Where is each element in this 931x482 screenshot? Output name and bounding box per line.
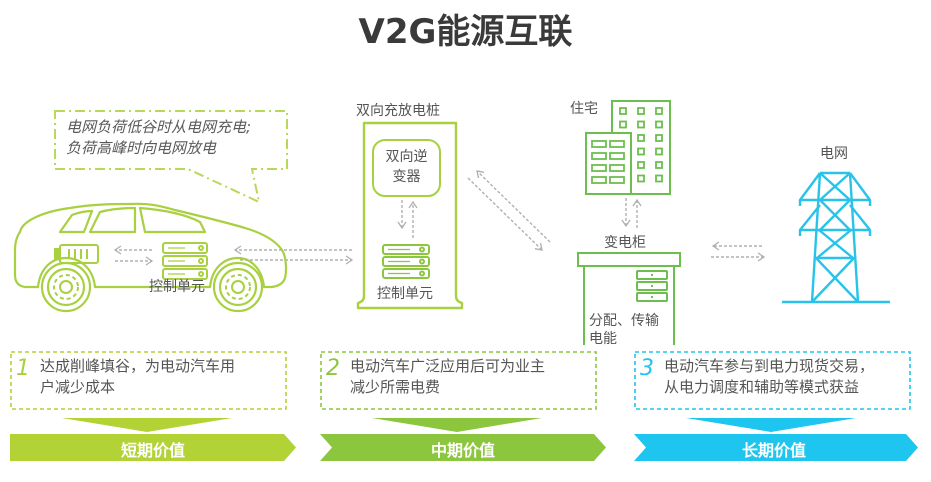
residence-transformer-arrows	[621, 198, 642, 228]
window	[619, 120, 627, 129]
window	[637, 134, 645, 142]
value-desc-1-line-2: 户减少成本	[40, 378, 116, 396]
window	[637, 107, 645, 115]
car-pile-arrows	[233, 245, 354, 265]
residence-label: 住宅	[570, 101, 598, 117]
inverter-label: 双向逆 变器	[373, 147, 440, 187]
banner-shape-long-term	[634, 434, 918, 461]
value-box-short-term	[10, 351, 287, 410]
banner-shape-short-term	[10, 434, 296, 461]
car-control-unit-label: 控制单元	[149, 279, 205, 295]
pile-transformer-arrows	[467, 170, 551, 251]
pile-control-unit-icon	[382, 244, 430, 279]
value-desc-3-line-1: 电动汽车参与到电力现货交易，	[664, 357, 875, 375]
window	[591, 164, 607, 172]
window	[637, 120, 645, 129]
window	[655, 147, 663, 156]
window	[609, 152, 625, 160]
pile-control-unit-label: 控制单元	[377, 286, 433, 302]
window	[609, 140, 625, 148]
window	[591, 152, 607, 160]
bubble-line-1: 电网负荷低谷时从电网充电;	[66, 118, 252, 136]
banner-mid-term: 中期价值	[430, 441, 495, 460]
transformer-desc-line-1: 分配、传输	[589, 313, 659, 329]
value-desc-1: 达成削峰填谷，为电动汽车用 户减少成本	[40, 356, 235, 398]
banner-shape-mid-term	[320, 434, 606, 461]
window	[655, 107, 663, 115]
page-title: V2G能源互联	[358, 12, 573, 52]
transformer-desc-line-2: 电能	[589, 331, 617, 347]
power-tower-icon	[782, 171, 890, 304]
value-desc-2-line-2: 减少所需电费	[350, 378, 441, 396]
grid-label: 电网	[820, 146, 848, 162]
window	[609, 164, 625, 172]
speech-bubble	[54, 110, 288, 204]
window	[637, 147, 645, 156]
inverter-line-1: 双向逆	[385, 149, 428, 165]
window	[591, 140, 607, 148]
window	[655, 174, 663, 183]
value-desc-2: 电动汽车广泛应用后可为业主 减少所需电费	[350, 356, 545, 398]
battery-control-arrows	[113, 245, 154, 266]
window	[637, 174, 645, 183]
transformer-grid-arrows	[711, 241, 766, 262]
value-desc-3: 电动汽车参与到电力现货交易， 从电力调度和辅助等模式获益	[664, 356, 874, 398]
building-windows	[591, 107, 663, 184]
charging-pile-icon	[356, 121, 464, 310]
inverter-line-2: 变器	[392, 169, 421, 185]
electric-car-icon	[13, 202, 288, 313]
window	[609, 176, 625, 184]
value-number-2: 2	[326, 356, 340, 381]
value-number-3: 3	[640, 356, 654, 381]
value-desc-2-line-1: 电动汽车广泛应用后可为业主	[350, 357, 546, 375]
car-control-unit-icon	[162, 242, 208, 280]
transformer-desc: 分配、传输 电能	[589, 312, 659, 348]
inverter-control-arrows	[397, 200, 418, 238]
window	[591, 176, 607, 184]
window	[655, 161, 663, 169]
down-arrow-short-term	[62, 418, 232, 432]
window	[619, 107, 627, 115]
wheel-spokes	[53, 274, 251, 300]
banner-long-term: 长期价值	[741, 441, 806, 460]
down-arrow-mid-term	[372, 418, 542, 432]
value-desc-3-line-2: 从电力调度和辅助等模式获益	[664, 378, 860, 396]
value-number-1: 1	[16, 356, 30, 381]
value-desc-1-line-1: 达成削峰填谷，为电动汽车用	[40, 357, 236, 375]
down-arrow-long-term	[686, 418, 856, 432]
value-box-mid-term	[320, 351, 597, 410]
transformer-label: 变电柜	[604, 235, 646, 251]
window	[655, 120, 663, 129]
window	[637, 161, 645, 169]
banner-short-term: 短期价值	[120, 441, 185, 460]
value-box-long-term	[634, 351, 911, 410]
battery-icon	[54, 244, 99, 264]
bubble-text: 电网负荷低谷时从电网充电; 负荷高峰时向电网放电	[66, 117, 251, 159]
charging-pile-label: 双向充放电桩	[356, 103, 440, 119]
bubble-line-2: 负荷高峰时向电网放电	[66, 139, 217, 157]
window	[655, 134, 663, 142]
transformer-cabinet-icon	[577, 252, 681, 345]
